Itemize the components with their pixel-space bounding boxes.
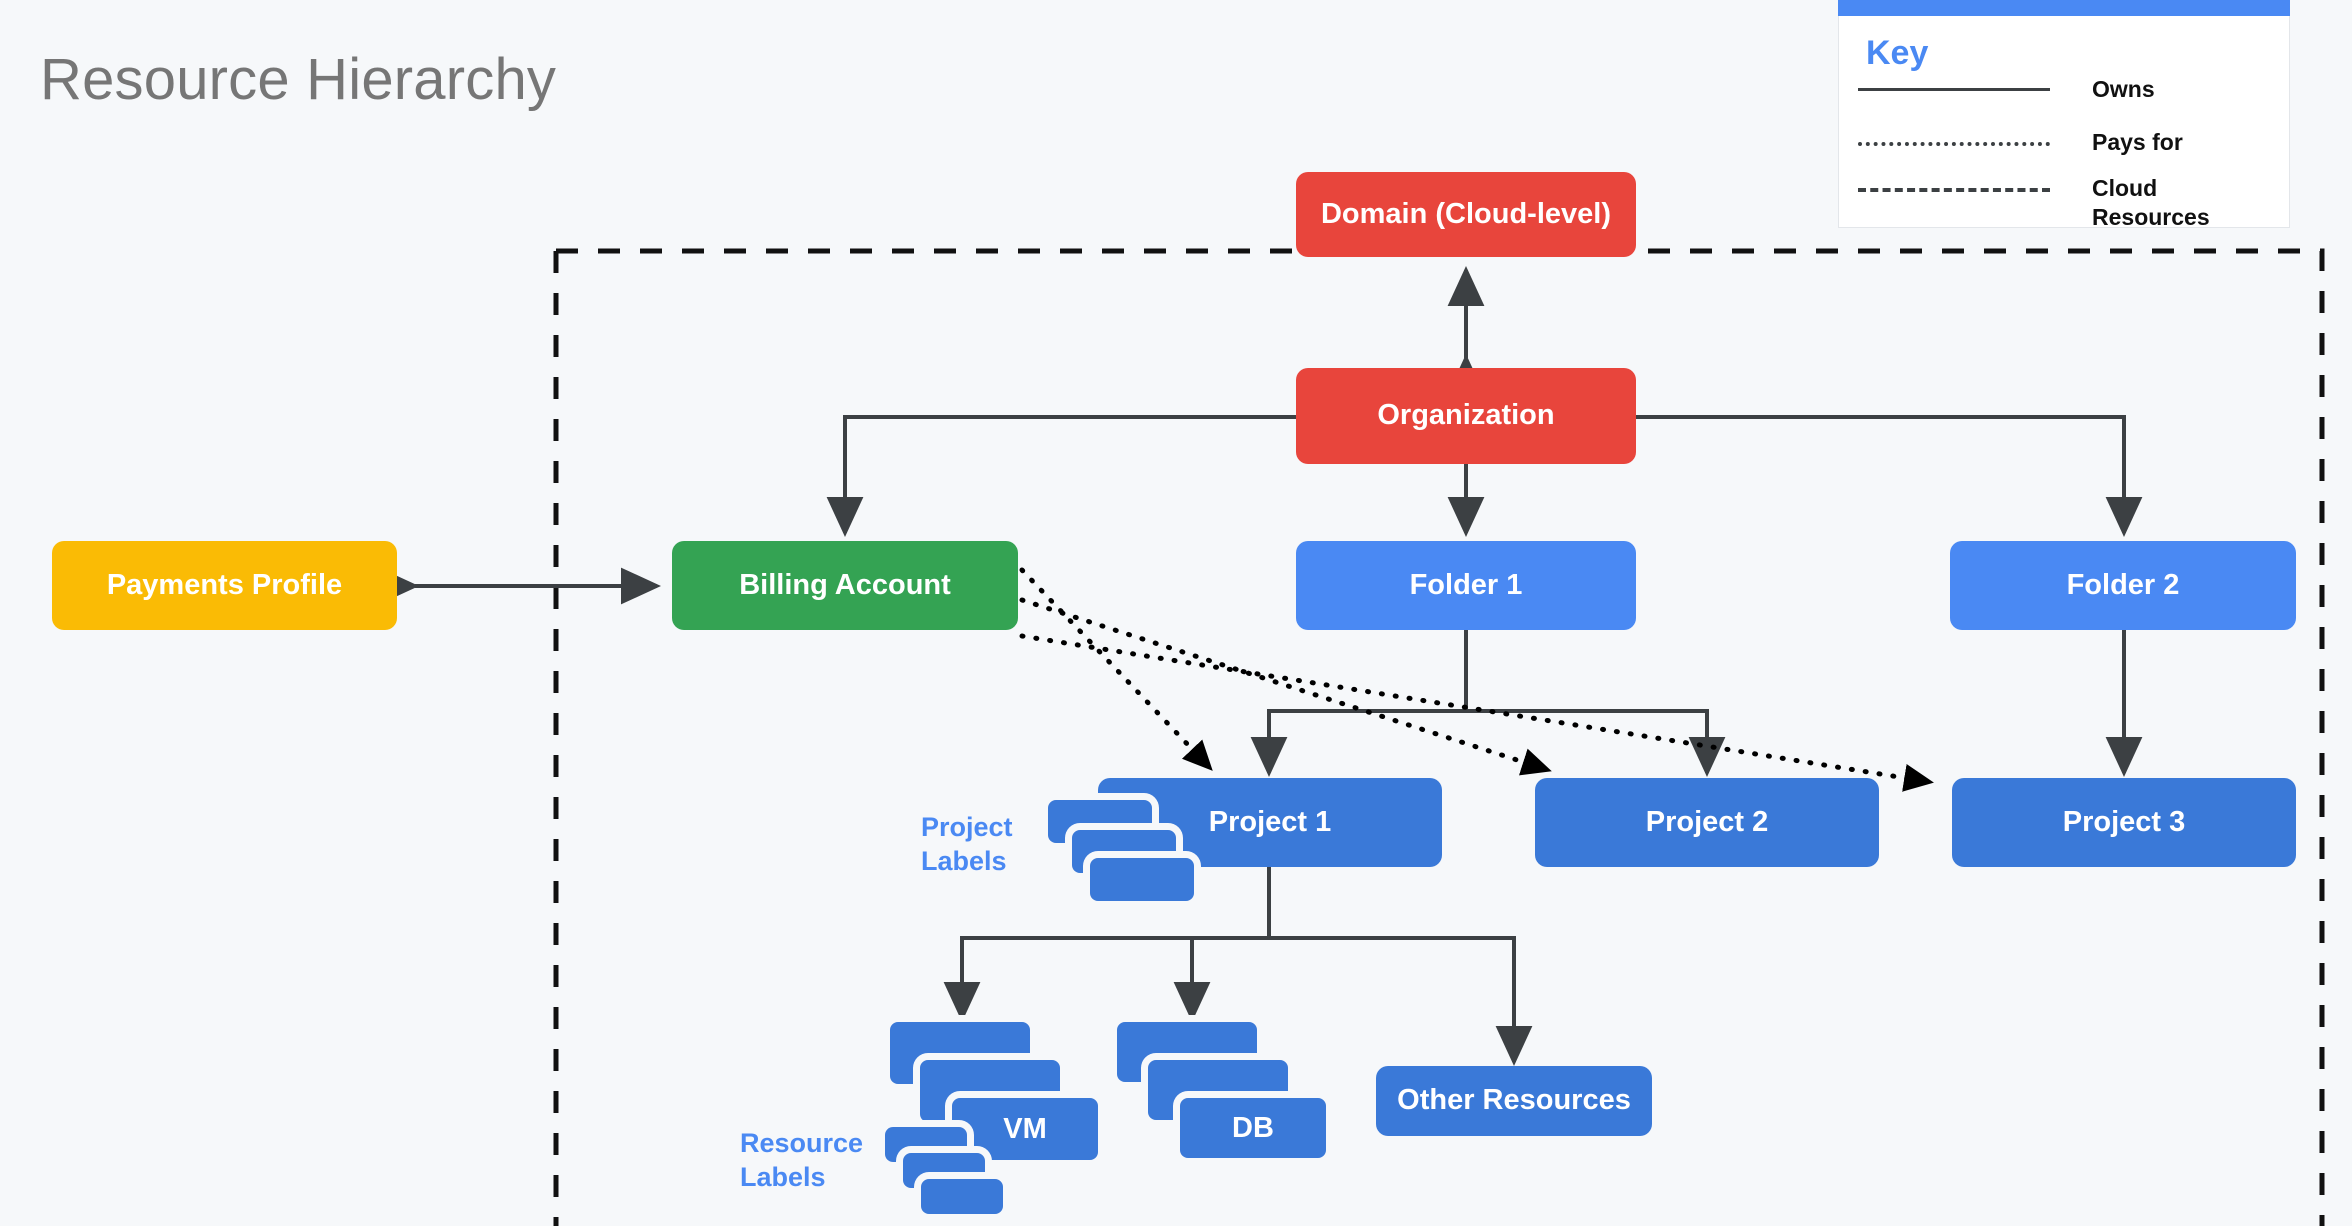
node-billing-account-label: Billing Account [739,568,951,601]
node-other-resources-label: Other Resources [1397,1084,1631,1117]
node-project-1-label: Project 1 [1208,805,1332,838]
node-folder-2-label: Folder 2 [2066,568,2180,601]
node-folder-2[interactable]: Folder 2 [1950,541,2296,630]
project-label-tag-3 [1090,858,1194,901]
node-project-2-label: Project 2 [1645,805,1769,838]
edge-project1-other [1267,866,1533,1066]
edge-project1-db [1173,866,1271,1022]
node-project-2[interactable]: Project 2 [1535,778,1879,867]
node-domain[interactable]: Domain (Cloud-level) [1296,172,1636,257]
node-project-3-label: Project 3 [2062,805,2186,838]
resource-labels-annotation: Resource Labels [740,1127,940,1195]
node-vm-label: VM [1003,1112,1047,1145]
node-other-resources[interactable]: Other Resources [1376,1066,1652,1136]
node-db-label: DB [1232,1111,1274,1144]
node-organization[interactable]: Organization [1296,368,1636,464]
key-label-owns: Owns [2092,76,2155,102]
edge-billing-project3 [1019,633,1934,792]
project-labels-line-2: Labels [921,845,1007,876]
node-billing-account[interactable]: Billing Account [672,541,1018,630]
key-line-pays-for [1858,142,2050,146]
key-label-pays-for: Pays for [2092,129,2183,155]
page-title: Resource Hierarchy [40,47,557,112]
edge-folder1-project1 [1250,626,1468,777]
node-payments-profile[interactable]: Payments Profile [52,541,397,630]
node-folder-1[interactable]: Folder 1 [1296,541,1636,630]
node-folder-1-label: Folder 1 [1409,568,1523,601]
key-line-cloud-resources [1858,188,2050,192]
node-organization-label: Organization [1377,399,1555,432]
key-accent-bar [1838,0,2290,16]
node-payments-profile-label: Payments Profile [106,568,343,601]
key-title: Key [1866,34,1929,72]
resource-labels-line-2: Labels [740,1161,826,1192]
resource-label-tag-3 [921,1179,1003,1214]
project-labels-line-1: Project [921,812,1013,842]
edge-billing-project1 [1019,567,1213,771]
edge-folder1-project2 [1464,626,1726,777]
resource-labels-line-1: Resource [740,1128,864,1158]
key-label-cloud-resources: Cloud Resources [2092,175,2210,230]
key-line-owns [1858,88,2050,91]
db-card-front[interactable] [1180,1098,1326,1158]
project-labels-annotation: Project Labels [921,811,1101,879]
node-domain-label: Domain (Cloud-level) [1320,197,1611,230]
node-project-3[interactable]: Project 3 [1952,778,2296,867]
vm-card-front[interactable] [952,1098,1098,1160]
